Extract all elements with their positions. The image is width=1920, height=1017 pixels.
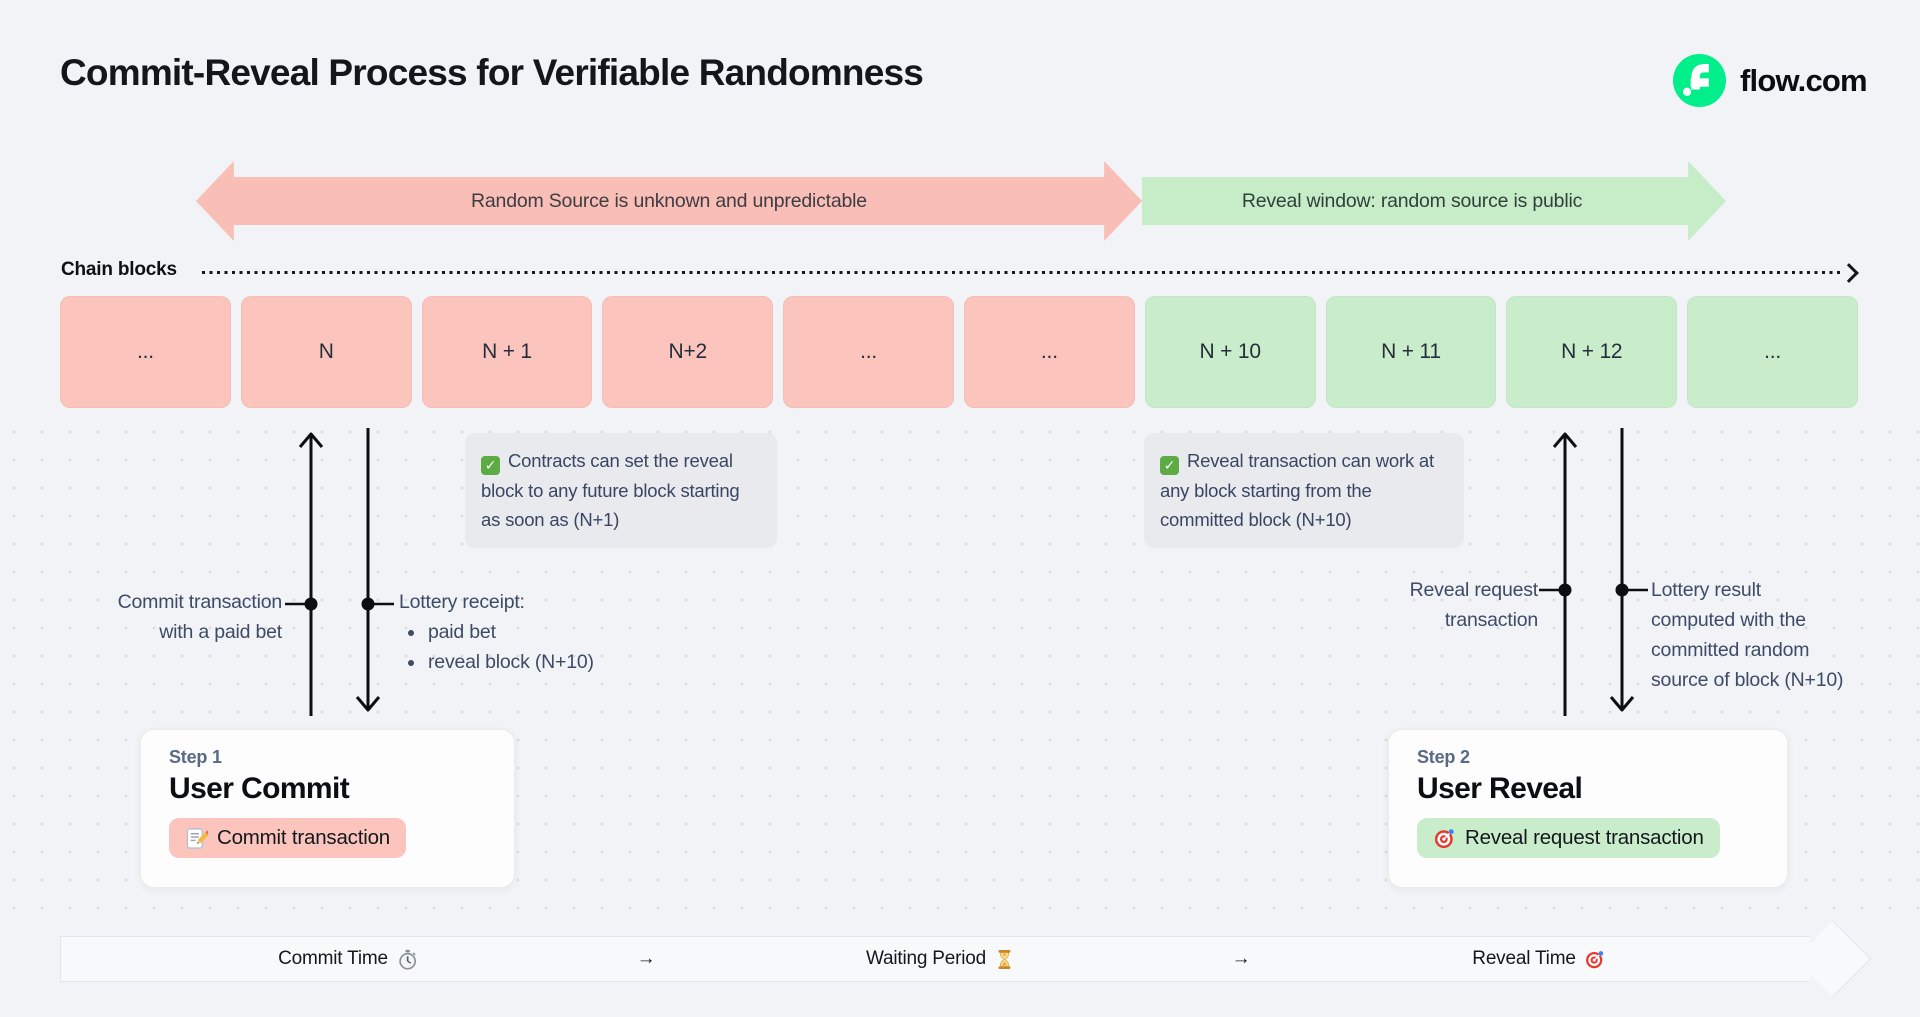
- reveal-tx-annotation: Reveal request transaction: [1409, 579, 1539, 631]
- timeline-waiting-period: Waiting Period: [866, 937, 1014, 981]
- chain-block: N+2: [602, 296, 774, 408]
- chain-block: ...: [60, 296, 231, 408]
- commit-transaction-button[interactable]: Commit transaction: [169, 818, 406, 858]
- chain-dotted-line: [202, 271, 1842, 274]
- chain-block: N + 10: [1144, 296, 1316, 408]
- timeline-bar: Commit Time → Waiting Period: [60, 936, 1810, 982]
- commit-tx-annotation: Commit transaction with a paid bet: [117, 591, 283, 643]
- timeline-commit-time: Commit Time: [278, 937, 418, 981]
- lottery-receipt-annotation: Lottery receipt: paid bet reveal block (…: [399, 587, 594, 677]
- lottery-receipt-list: paid bet reveal block (N+10): [399, 617, 594, 677]
- chain-block: ...: [1687, 296, 1858, 408]
- chain-block: N + 1: [421, 296, 593, 408]
- commit-button-label: Commit transaction: [217, 826, 390, 849]
- target-icon: [1585, 949, 1606, 970]
- lottery-result-annotation: Lottery result computed with the committ…: [1651, 579, 1844, 691]
- chain-block: ...: [783, 296, 954, 408]
- lottery-receipt-title: Lottery receipt:: [399, 591, 525, 613]
- flow-logo-icon: [1672, 53, 1727, 108]
- reveal-phase-arrow: Reveal window: random source is public: [1142, 161, 1726, 241]
- reveal-button-label: Reveal request transaction: [1465, 826, 1704, 849]
- chain-block: ...: [963, 296, 1135, 408]
- chain-blocks-label: Chain blocks: [61, 259, 177, 280]
- list-item: reveal block (N+10): [426, 647, 594, 677]
- commit-up-arrow: [285, 432, 324, 716]
- commit-note: ✓Contracts can set the reveal block to a…: [465, 433, 777, 548]
- commit-phase-arrow-label: Random Source is unknown and unpredictab…: [471, 189, 867, 212]
- timeline-arrow-2: →: [1231, 948, 1251, 969]
- memo-icon: [185, 827, 208, 850]
- brand: flow.com: [1672, 53, 1868, 108]
- check-icon: ✓: [481, 456, 500, 476]
- step1-card: Step 1 User Commit Commit transacti: [140, 729, 515, 888]
- hourglass-icon: [995, 949, 1014, 970]
- page-title: Commit-Reveal Process for Verifiable Ran…: [60, 52, 924, 93]
- target-icon: [1433, 827, 1456, 850]
- step1-title: User Commit: [169, 772, 350, 805]
- receipt-down-arrow: [355, 428, 394, 712]
- check-icon: ✓: [1160, 456, 1179, 476]
- reveal-request-button[interactable]: Reveal request transaction: [1417, 818, 1720, 858]
- timeline-arrow-1: →: [636, 948, 656, 969]
- step2-kicker: Step 2: [1417, 747, 1470, 767]
- chain-dotted-line-arrow-icon: [1839, 263, 1859, 283]
- chain-blocks-row: ... N N + 1 N+2 ... ... N + 10 N + 11 N …: [60, 296, 1858, 408]
- reveal-phase-arrow-label: Reveal window: random source is public: [1241, 189, 1583, 212]
- reveal-note-text: Reveal transaction can work at any block…: [1160, 450, 1434, 530]
- reveal-note: ✓Reveal transaction can work at any bloc…: [1144, 433, 1464, 548]
- commit-phase-arrow: Random Source is unknown and unpredictab…: [196, 161, 1142, 241]
- chain-block: N + 12: [1506, 296, 1678, 408]
- brand-name: flow.com: [1740, 62, 1868, 98]
- step1-kicker: Step 1: [169, 747, 222, 767]
- stopwatch-icon: [397, 949, 418, 970]
- list-item: paid bet: [426, 617, 594, 647]
- timeline-reveal-time: Reveal Time: [1472, 937, 1605, 981]
- chain-block: N: [240, 296, 412, 408]
- chain-block: N + 11: [1325, 296, 1497, 408]
- result-down-arrow: [1609, 428, 1648, 712]
- commit-note-text: Contracts can set the reveal block to an…: [481, 450, 740, 530]
- reveal-up-arrow: [1539, 432, 1578, 716]
- step2-card: Step 2 User Reveal Reveal request transa…: [1388, 729, 1788, 888]
- step2-title: User Reveal: [1417, 772, 1583, 805]
